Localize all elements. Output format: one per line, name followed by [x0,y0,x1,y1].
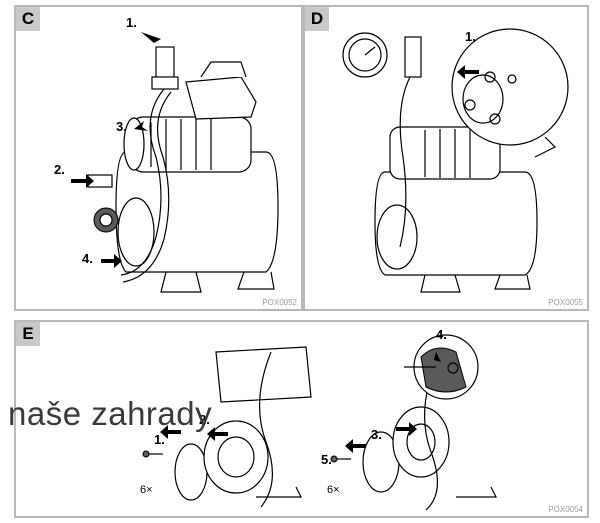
step-c-1: 1. [126,15,137,30]
step-e-1: 1. [154,432,165,447]
step-e-5: 5. [321,452,332,467]
count-e-right: 6× [327,484,340,496]
step-e-3: 3. [371,427,382,442]
watermark: naše zahrady [8,395,213,432]
panel-e: E 1. 2. 3. 4. 5. 6× 6× POX0054 [14,320,589,518]
count-e-left: 6× [140,484,153,496]
pump-illustration-e [142,334,497,511]
step-d-1: 1. [465,29,476,44]
panel-d: D 1. POX0055 [303,5,589,311]
step-e-4: 4. [436,327,447,342]
panel-c: C 1. 2. 3. 4. POX0052 [14,5,303,311]
panel-e-code: POX0054 [548,505,583,514]
panel-e-label: E [16,322,40,346]
pump-illustration-c [71,32,279,293]
step-c-3: 3. [116,119,127,134]
step-c-4: 4. [82,251,93,266]
panel-d-label: D [305,7,329,31]
panel-c-label: C [16,7,40,31]
panel-c-code: POX0052 [262,298,297,307]
step-c-2: 2. [54,162,65,177]
pump-illustration-d [342,28,569,293]
panel-d-code: POX0055 [548,298,583,307]
step-e-2: 2. [199,412,210,427]
